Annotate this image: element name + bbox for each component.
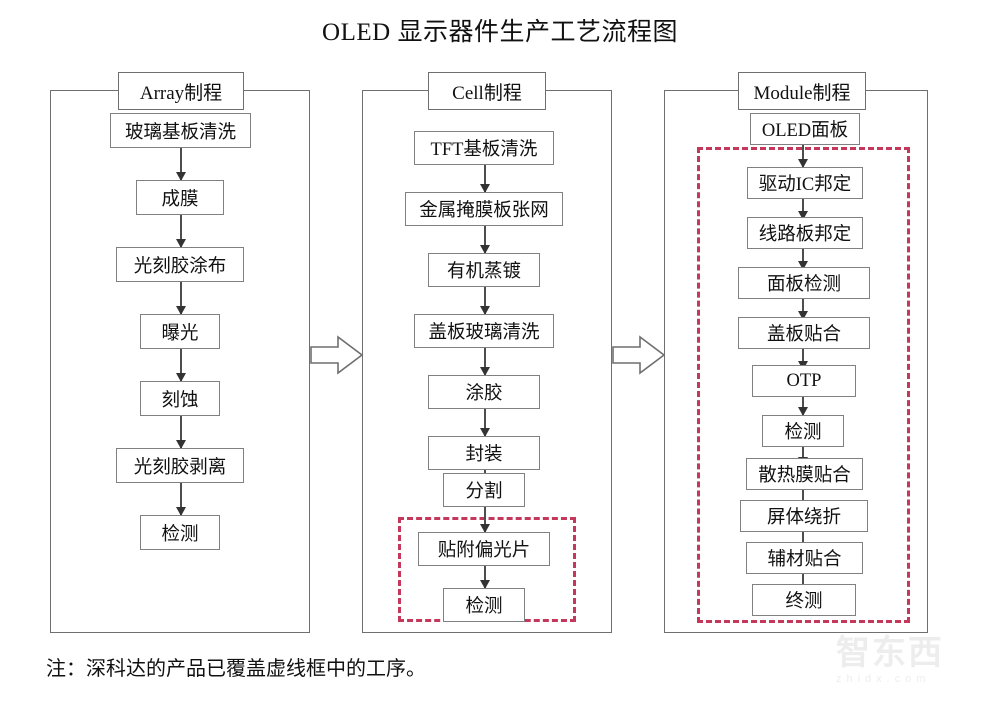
step-label: OLED面板 xyxy=(761,121,849,141)
step-label: 散热膜贴合 xyxy=(758,466,851,486)
step-label: 检测 xyxy=(465,597,503,617)
connector-module-6-7 xyxy=(802,447,804,465)
step-label: 刻蚀 xyxy=(161,390,199,411)
step-box-array-0: 玻璃基板清洗 xyxy=(110,113,251,148)
step-box-module-7: 散热膜贴合 xyxy=(746,458,863,490)
step-box-cell-0: TFT基板清洗 xyxy=(414,131,554,165)
step-box-module-10: 终测 xyxy=(752,584,856,616)
connector-module-8-9 xyxy=(802,532,804,550)
connector-cell-0-1 xyxy=(484,165,486,192)
connector-array-3-4 xyxy=(180,349,182,381)
connector-module-3-4 xyxy=(802,299,804,319)
stage-header-array-label: Array制程 xyxy=(139,82,223,104)
step-label: 面板检测 xyxy=(766,275,841,295)
stage-header-module: Module制程 xyxy=(738,72,866,110)
connector-cell-4-5 xyxy=(484,409,486,436)
step-box-module-9: 辅材贴合 xyxy=(746,542,863,574)
stage-header-module-label: Module制程 xyxy=(753,82,851,104)
step-box-array-5: 光刻胶剥离 xyxy=(116,448,244,483)
stage-arrow-cell-to-module xyxy=(612,335,666,375)
step-box-array-2: 光刻胶涂布 xyxy=(116,247,244,282)
step-box-cell-5: 封装 xyxy=(428,436,540,470)
connector-module-2-3 xyxy=(802,249,804,269)
watermark-brand: 智东西 xyxy=(836,634,944,672)
step-label: 有机蒸镀 xyxy=(446,262,521,282)
step-box-module-6: 检测 xyxy=(762,415,844,447)
connector-array-2-3 xyxy=(180,282,182,314)
step-label: TFT基板清洗 xyxy=(430,140,538,160)
page-title: OLED 显示器件生产工艺流程图 xyxy=(322,19,678,46)
step-label: 盖板贴合 xyxy=(766,325,841,345)
stage-header-cell-label: Cell制程 xyxy=(452,82,522,104)
step-label: 驱动IC邦定 xyxy=(758,175,852,195)
step-label: 封装 xyxy=(465,445,503,465)
step-box-module-5: OTP xyxy=(752,365,856,397)
step-box-module-3: 面板检测 xyxy=(738,267,870,299)
step-box-cell-4: 涂胶 xyxy=(428,375,540,409)
step-label: 检测 xyxy=(161,524,199,545)
step-label: 光刻胶涂布 xyxy=(133,256,227,277)
step-box-cell-8: 检测 xyxy=(443,588,525,622)
watermark-site: zhidx.com xyxy=(836,673,931,685)
step-label: OTP xyxy=(786,370,822,391)
connector-module-1-2 xyxy=(802,199,804,219)
connector-module-0-1 xyxy=(802,145,804,167)
step-box-array-6: 检测 xyxy=(140,515,220,550)
step-label: 盖板玻璃清洗 xyxy=(428,323,540,343)
stage-header-cell: Cell制程 xyxy=(428,72,546,110)
step-box-cell-2: 有机蒸镀 xyxy=(428,253,540,287)
connector-module-7-8 xyxy=(802,490,804,508)
connector-array-4-5 xyxy=(180,416,182,448)
connector-module-9-10 xyxy=(802,574,804,592)
step-label: 屏体绕折 xyxy=(766,508,841,528)
step-box-cell-6: 分割 xyxy=(443,473,525,507)
step-label: 光刻胶剥离 xyxy=(133,457,227,478)
stage-arrow-array-to-cell xyxy=(310,335,364,375)
step-label: 贴附偏光片 xyxy=(437,541,531,561)
step-box-array-4: 刻蚀 xyxy=(140,381,220,416)
step-label: 检测 xyxy=(784,423,822,443)
step-label: 玻璃基板清洗 xyxy=(124,122,236,143)
connector-cell-2-3 xyxy=(484,287,486,314)
step-label: 辅材贴合 xyxy=(767,550,842,570)
step-box-module-4: 盖板贴合 xyxy=(738,317,870,349)
connector-array-5-6 xyxy=(180,483,182,515)
connector-array-1-2 xyxy=(180,215,182,247)
connector-cell-6-7 xyxy=(484,507,486,532)
step-label: 涂胶 xyxy=(465,384,503,404)
step-label: 线路板邦定 xyxy=(758,225,852,245)
step-label: 成膜 xyxy=(161,189,199,210)
step-box-cell-3: 盖板玻璃清洗 xyxy=(414,314,554,348)
watermark: 智东西 zhidx.com xyxy=(836,633,986,699)
connector-array-0-1 xyxy=(180,148,182,180)
step-box-cell-1: 金属掩膜板张网 xyxy=(405,192,563,226)
connector-cell-7-8 xyxy=(484,566,486,588)
connector-module-4-5 xyxy=(802,349,804,369)
step-box-module-8: 屏体绕折 xyxy=(740,500,868,532)
step-label: 曝光 xyxy=(161,323,199,344)
step-box-module-0: OLED面板 xyxy=(750,113,860,145)
step-label: 分割 xyxy=(465,482,503,502)
step-label: 终测 xyxy=(785,592,823,612)
connector-module-5-6 xyxy=(802,397,804,415)
stage-header-array: Array制程 xyxy=(118,72,244,110)
step-box-array-1: 成膜 xyxy=(136,180,224,215)
connector-cell-1-2 xyxy=(484,226,486,253)
step-label: 金属掩膜板张网 xyxy=(419,201,549,221)
footnote: 注：深科达的产品已覆盖虚线框中的工序。 xyxy=(46,658,426,680)
step-box-cell-7: 贴附偏光片 xyxy=(418,532,550,566)
step-box-module-2: 线路板邦定 xyxy=(747,217,863,249)
step-box-module-1: 驱动IC邦定 xyxy=(747,167,863,199)
step-box-array-3: 曝光 xyxy=(140,314,220,349)
connector-cell-3-4 xyxy=(484,348,486,375)
